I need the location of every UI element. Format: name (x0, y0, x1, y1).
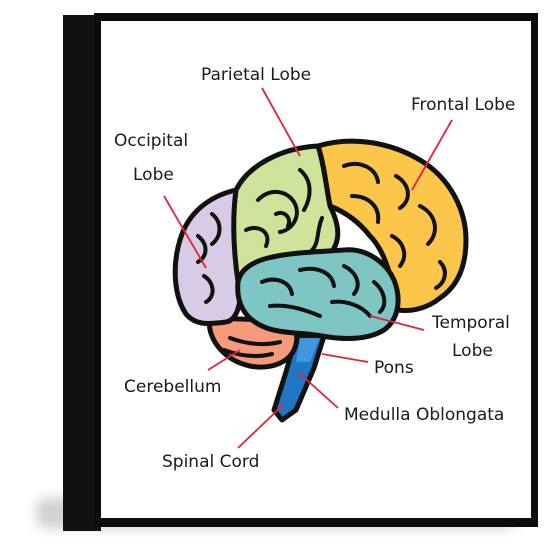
label-pons: Pons (374, 358, 414, 378)
label-temporal-line1: Temporal (431, 313, 510, 333)
label-cerebellum: Cerebellum (124, 377, 221, 397)
occipital-region (172, 187, 243, 327)
label-spinal-cord: Spinal Cord (162, 452, 259, 472)
label-frontal-lobe: Frontal Lobe (411, 95, 515, 115)
leader-medulla (297, 371, 339, 409)
label-parietal-lobe: Parietal Lobe (201, 65, 311, 85)
leader-frontal (411, 119, 453, 191)
label-medulla-oblongata: Medulla Oblongata (344, 405, 504, 425)
leader-lines (163, 87, 453, 449)
brain-stem (271, 333, 327, 423)
region-labels: Parietal Lobe Frontal Lobe Occipital Lob… (114, 65, 515, 472)
gyri-folds (196, 162, 447, 359)
leader-pons (321, 353, 369, 363)
leader-occipital (163, 195, 207, 269)
leader-temporal (369, 315, 425, 331)
leader-parietal (261, 87, 301, 157)
label-occipital-line2: Lobe (133, 165, 174, 185)
temporal-region (235, 247, 401, 341)
label-temporal-line2: Lobe (452, 341, 493, 361)
label-occipital-line1: Occipital (114, 131, 188, 151)
frontal-region (315, 138, 469, 313)
leader-cerebellum (207, 349, 241, 371)
leader-spinal (237, 403, 285, 449)
